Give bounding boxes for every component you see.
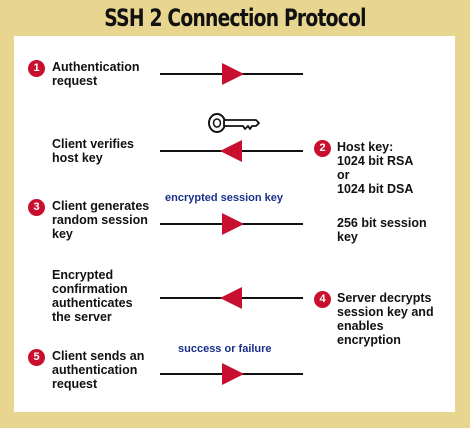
arrows-layer bbox=[160, 63, 303, 385]
arrow-head-3 bbox=[222, 213, 244, 235]
arrow-head-4 bbox=[220, 287, 242, 309]
step-3-label: Client generates random session key bbox=[52, 199, 150, 241]
step-1-label: Authentication request bbox=[52, 60, 140, 88]
step-3-badge: 3 bbox=[28, 199, 45, 216]
verify-host-key-label: Client verifies host key bbox=[52, 137, 134, 165]
success-or-failure-caption: success or failure bbox=[178, 343, 272, 355]
step-1-badge: 1 bbox=[28, 60, 45, 77]
arrow-head-2 bbox=[220, 140, 242, 162]
step-4-label: Server decrypts session key and enables … bbox=[337, 291, 434, 347]
arrow-head-5 bbox=[222, 363, 244, 385]
session-key-label: 256 bit session key bbox=[337, 216, 427, 244]
key-icon bbox=[208, 113, 260, 133]
step-2-label: Host key: 1024 bit RSA or 1024 bit DSA bbox=[337, 140, 414, 196]
arrow-head-1 bbox=[222, 63, 244, 85]
diagram-panel: 1 Authentication request Client verifies… bbox=[14, 36, 455, 412]
encrypted-confirmation-label: Encrypted confirmation authenticates the… bbox=[52, 268, 133, 324]
step-4-badge: 4 bbox=[314, 291, 331, 308]
step-5-badge: 5 bbox=[28, 349, 45, 366]
step-5-label: Client sends an authentication request bbox=[52, 349, 145, 391]
page-title: SSH 2 Connection Protocol bbox=[104, 4, 366, 32]
step-2-badge: 2 bbox=[314, 140, 331, 157]
encrypted-session-key-caption: encrypted session key bbox=[165, 192, 284, 204]
